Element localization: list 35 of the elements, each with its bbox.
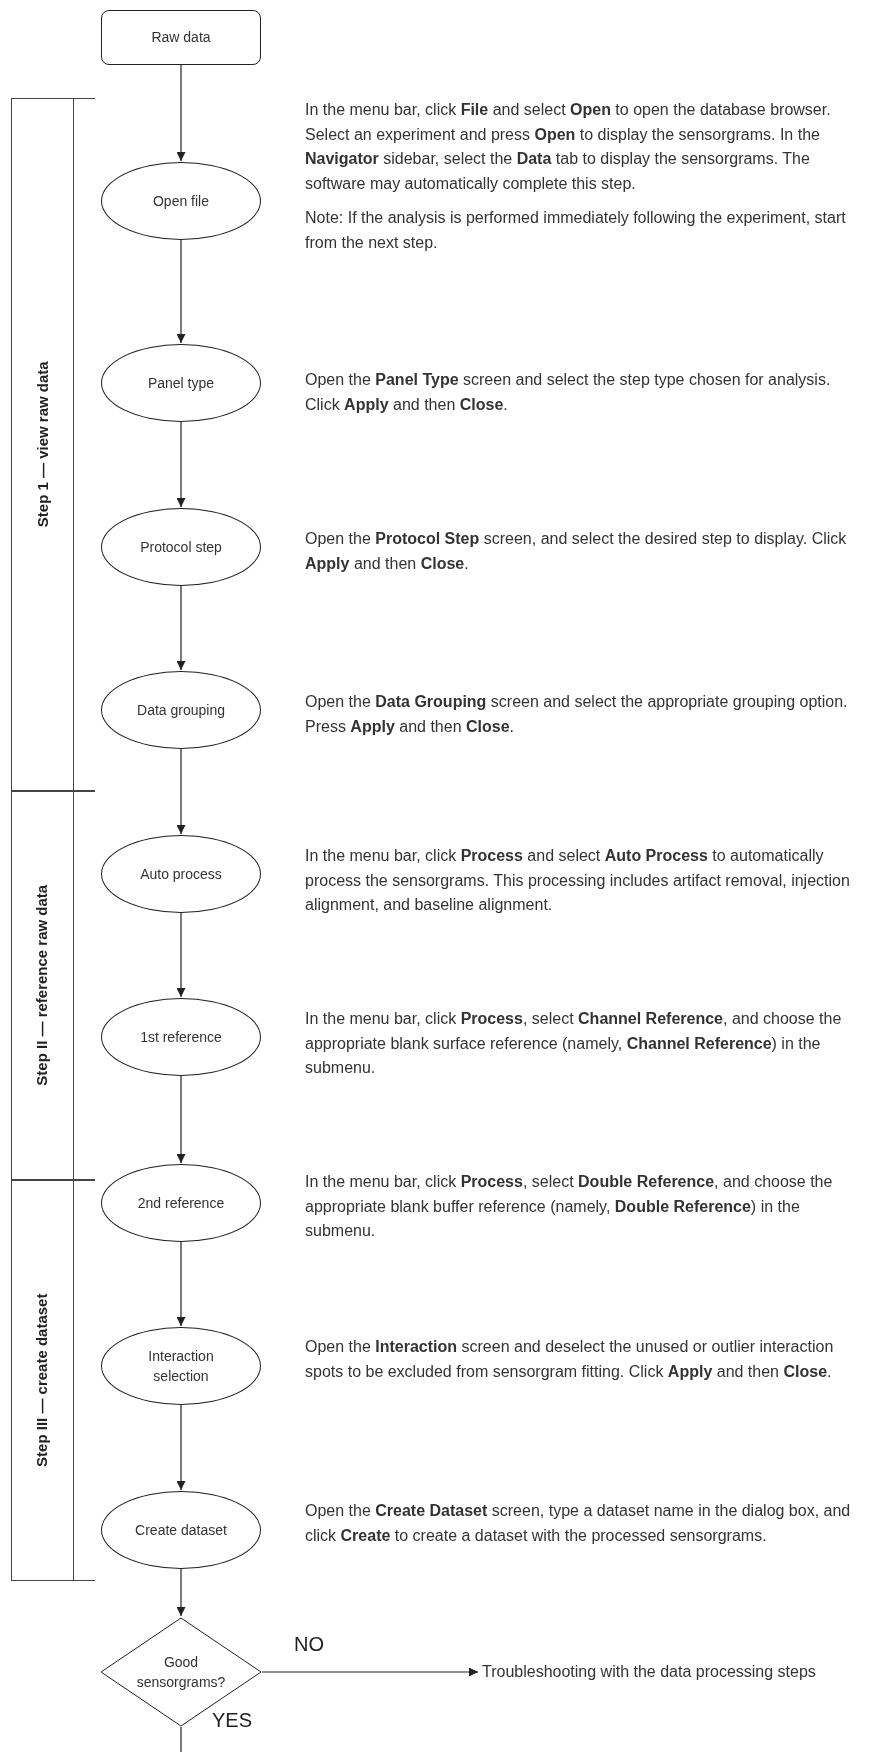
arrow [261,1667,479,1677]
step-bracket: Step II — reference raw data [11,791,95,1180]
step-description: Open the Create Dataset screen, type a dataset name in the dialog box, and click Create to create a dataset with the processed sensorgrams. [305,1501,852,1546]
step-description: In the menu bar, click File and select Open to open the database browser. Select an experiment and press Open to display the sensorgrams. In the Navigator sidebar, select the Data tab to display the sensorgrams. The software may automatically complete this step. [305,100,832,194]
process-ellipse: 1st reference [101,998,261,1076]
step-description: In the menu bar, click Process, select Channel Reference, and choose the appropriate blank surface reference (namely, Channel Reference) in the submenu. [305,1009,843,1078]
process-ellipse: 2nd reference [101,1164,261,1242]
outcome-text: Troubleshooting with the data processing steps [482,1660,816,1684]
process-ellipse: Create dataset [101,1491,261,1569]
arrow [176,748,186,835]
arrow [176,239,186,344]
step-description: In the menu bar, click Process and select Auto Process to automatically process the sensorgrams. This processing includes artifact removal, injection alignment, and baseline alignment. [305,846,851,915]
step-bracket: Step 1 — view raw data [11,98,95,791]
arrow [176,1568,186,1617]
process-ellipse: Protocol step [101,508,261,586]
step-description: Open the Panel Type screen and select the step type chosen for analysis. Click Apply and then Close. [305,370,832,415]
process-ellipse: Interaction selection [101,1327,261,1405]
step-description: Open the Protocol Step screen, and select the desired step to display. Click Apply and then Close. [305,529,848,574]
arrow [176,585,186,671]
start-box: Raw data [101,10,261,65]
process-ellipse: Panel type [101,344,261,422]
process-ellipse: Open file [101,162,261,240]
step-description: Note: If the analysis is performed immediately following the experiment, start from the next step. [305,208,847,253]
arrow [176,1075,186,1164]
process-ellipse: Auto process [101,835,261,913]
arrow [176,912,186,998]
step-description: In the menu bar, click Process, select Double Reference, and choose the appropriate blank buffer reference (namely, Double Reference) in the submenu. [305,1172,834,1241]
step-description: Open the Interaction screen and deselect the unused or outlier interaction spots to be excluded from sensorgram fitting. Click Apply and then Close. [305,1337,835,1382]
arrow [176,1241,186,1327]
arrow [176,421,186,508]
step-description: Open the Data Grouping screen and select the appropriate grouping option. Press Apply and then Close. [305,692,849,737]
arrow [176,1404,186,1491]
process-ellipse: Data grouping [101,671,261,749]
arrow [176,64,186,162]
step-bracket: Step III — create dataset [11,1180,95,1581]
